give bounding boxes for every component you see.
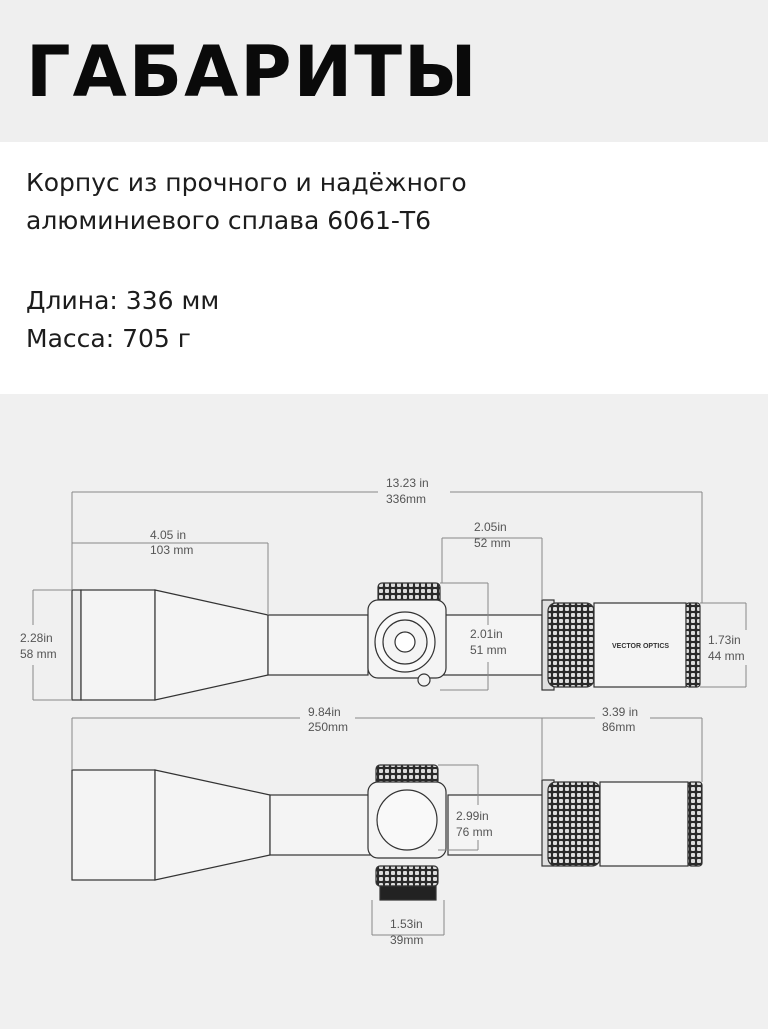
dimension-diagram: VECTOR OPTICS 13.23 in 336mm 4.05 in 103… — [0, 394, 768, 1024]
bottom-dimension-lines — [71, 717, 703, 936]
page-title: ГАБАРИТЫ — [26, 31, 479, 113]
length-spec: Длина: 336 мм — [26, 286, 220, 315]
objective-diameter-mm: 58 mm — [20, 647, 57, 661]
turret-width-in: 2.99in — [456, 809, 489, 823]
objective-diameter-in: 2.28in — [20, 631, 53, 645]
header-band: ГАБАРИТЫ — [0, 0, 768, 142]
base-width-mm: 39mm — [390, 933, 423, 947]
description-panel: Корпус из прочного и надёжного алюминиев… — [0, 142, 768, 394]
top-dimension-lines — [32, 491, 747, 701]
turret-length-mm: 52 mm — [474, 536, 511, 550]
turret-height-mm: 51 mm — [470, 643, 507, 657]
objective-length-mm: 103 mm — [150, 543, 193, 557]
eye-length-in: 3.39 in — [602, 705, 638, 719]
mass-spec: Масса: 705 г — [26, 324, 191, 353]
top-view-scope — [71, 582, 701, 701]
overall-length-mm: 336mm — [386, 492, 426, 506]
eye-length-mm: 86mm — [602, 720, 635, 734]
eyepiece-diameter-in: 1.73in — [708, 633, 741, 647]
mount-length-in: 9.84in — [308, 705, 341, 719]
overall-length-in: 13.23 in — [386, 476, 429, 490]
turret-length-in: 2.05in — [474, 520, 507, 534]
turret-height-in: 2.01in — [470, 627, 503, 641]
bottom-view-scope — [71, 764, 703, 901]
description-line-1: Корпус из прочного и надёжного — [26, 168, 467, 197]
turret-width-mm: 76 mm — [456, 825, 493, 839]
scope-drawing: VECTOR OPTICS 13.23 in 336mm 4.05 in 103… — [20, 476, 747, 947]
base-width-in: 1.53in — [390, 917, 423, 931]
objective-length-in: 4.05 in — [150, 528, 186, 542]
description-line-2: алюминиевого сплава 6061-T6 — [26, 206, 432, 235]
mount-length-mm: 250mm — [308, 720, 348, 734]
brand-label: VECTOR OPTICS — [612, 643, 669, 650]
eyepiece-diameter-mm: 44 mm — [708, 649, 745, 663]
